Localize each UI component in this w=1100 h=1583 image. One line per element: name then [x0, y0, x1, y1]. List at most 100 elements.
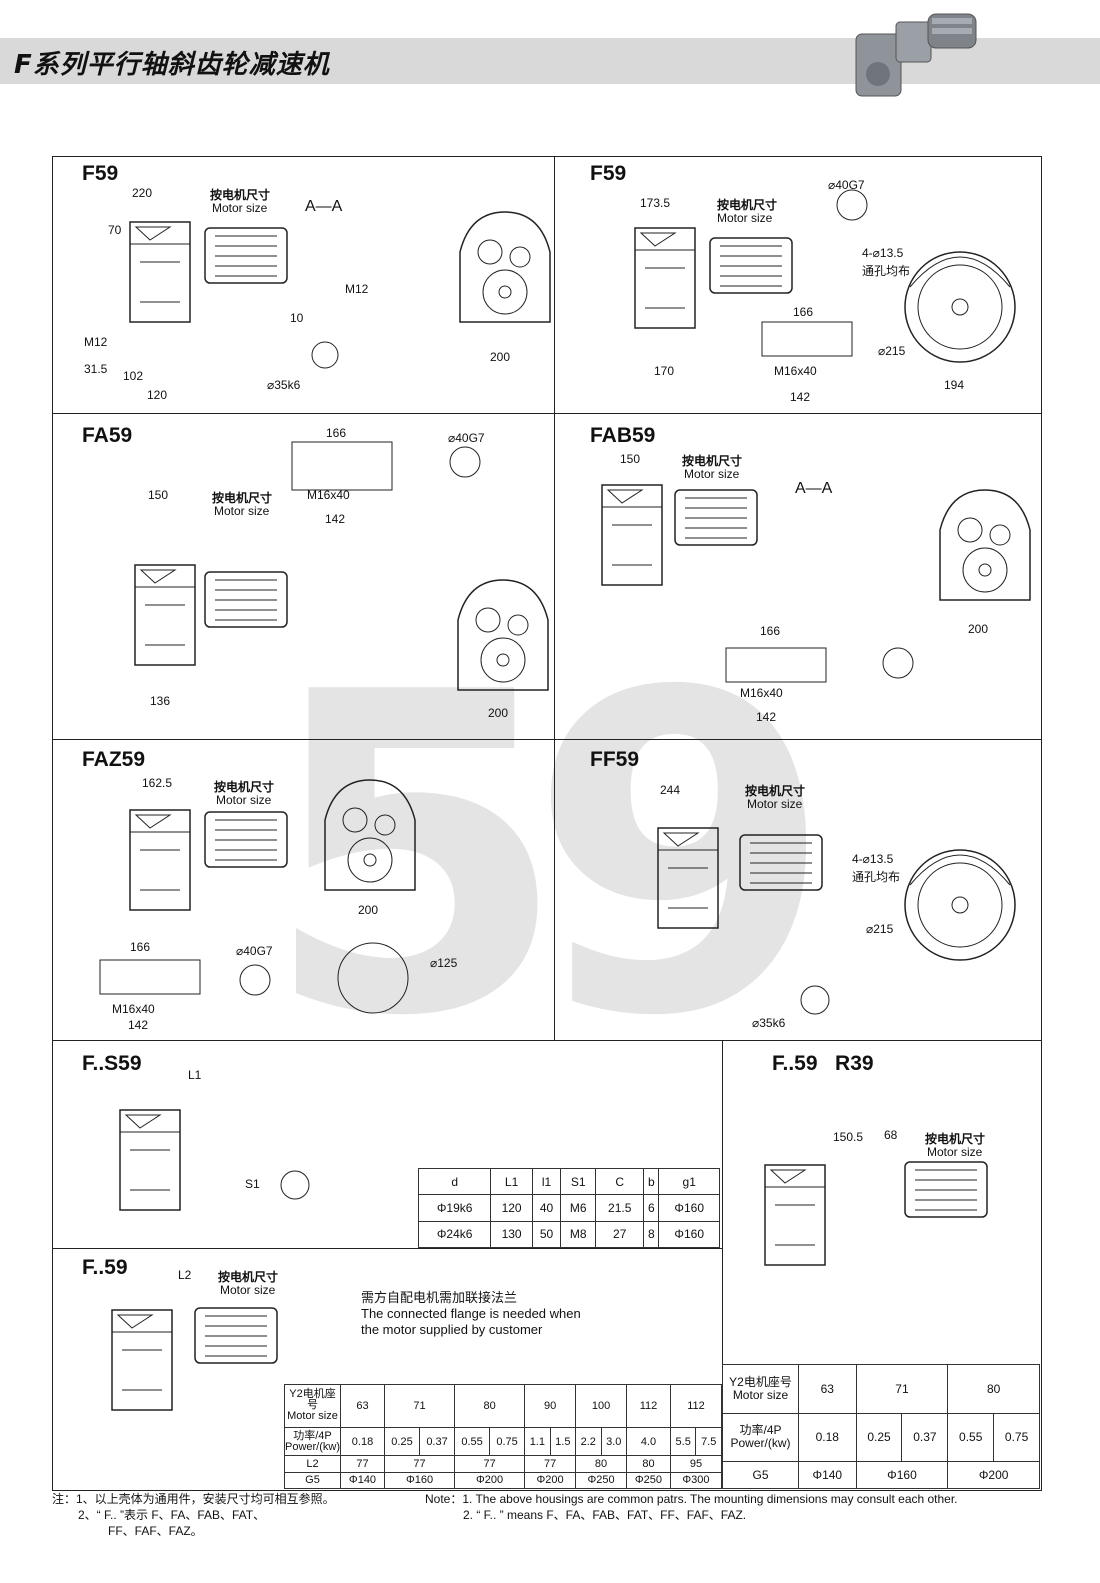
dim-label: 166 [326, 426, 347, 440]
panel-title-fa59: FA59 [82, 424, 133, 447]
note-line: 2、“ F.. ”表示 F、FA、FAB、FAT、 [78, 1508, 266, 1522]
dim-label: 120 [147, 388, 168, 402]
table-cell: Φ160 [383, 1471, 456, 1490]
table-cell: Φ19k6 [417, 1194, 492, 1222]
table-cell: Φ160 [658, 1220, 720, 1249]
table-cell: Φ300 [669, 1471, 723, 1490]
table-cell: 112 [669, 1384, 723, 1428]
dim-label: 170 [654, 364, 675, 378]
motor-size-cn: 按电机尺寸 [214, 780, 275, 794]
table-cell: 0.75 [993, 1412, 1040, 1463]
motor-size-cn: 按电机尺寸 [212, 491, 273, 505]
table-header: G5 [283, 1471, 342, 1490]
table-cell: 0.37 [901, 1412, 949, 1463]
table-cell: 63 [798, 1364, 857, 1414]
dim-label: 166 [130, 940, 151, 954]
dim-label: ⌀215 [878, 344, 906, 358]
panel-title-f59: F59 [590, 162, 627, 185]
dim-label: 136 [150, 694, 171, 708]
panel-title-faz59: FAZ59 [82, 748, 146, 771]
dim-label: ⌀215 [866, 922, 894, 936]
dim-label: 166 [760, 624, 781, 638]
table-cell: 77 [454, 1455, 526, 1473]
table-header: C [595, 1167, 645, 1196]
motor-size-en: Motor size [216, 793, 272, 807]
table-cell: 90 [524, 1384, 577, 1428]
motor-size-cn: 按电机尺寸 [218, 1270, 279, 1284]
table-header: g1 [658, 1167, 720, 1196]
table-cell: 0.55 [947, 1412, 995, 1463]
table-cell: 0.25 [383, 1426, 421, 1457]
table-header: b [643, 1167, 660, 1196]
dim-label: 194 [944, 378, 965, 392]
table-cell: 40 [531, 1194, 562, 1222]
motor-size-en: Motor size [684, 467, 740, 481]
dim-label: 142 [325, 512, 346, 526]
dim-label: 150 [148, 488, 169, 502]
notes-en: Note：1. The above housings are common pa… [425, 1491, 958, 1523]
table-cell: 80 [947, 1364, 1040, 1414]
motor-size-cn: 按电机尺寸 [745, 784, 806, 798]
dim-label: 142 [128, 1018, 149, 1032]
table-row: d L1 l1 S1 C b g1 [417, 1167, 720, 1196]
table-cell: 0.75 [489, 1426, 526, 1457]
table-cell: Φ24k6 [417, 1220, 492, 1249]
dim-label: 200 [358, 903, 379, 917]
notes-cn: 注：1、以上壳体为通用件，安装尺寸均可相互参照。 2、“ F.. ”表示 F、F… [52, 1491, 335, 1539]
dim-label: M16x40 [740, 686, 783, 700]
table-cell: 100 [575, 1384, 627, 1428]
dim-label: 162.5 [142, 776, 173, 790]
dim-label: ⌀40G7 [828, 178, 865, 192]
table-cell: 5.5 [669, 1426, 697, 1457]
motor-label-cn: Y2电机座号 [729, 1374, 792, 1389]
drawing-frame [52, 156, 1042, 1491]
table-row: G5 Φ140 Φ160 Φ200 Φ200 Φ250 Φ250 Φ300 [283, 1471, 723, 1490]
flange-note-en: the motor supplied by customer [361, 1322, 543, 1337]
table-cell: 0.37 [419, 1426, 456, 1457]
table-cell: 80 [575, 1455, 627, 1473]
panel-title-fs59: F..S59 [82, 1052, 142, 1075]
table-cell: 95 [669, 1455, 723, 1473]
motor-size-en: Motor size [717, 211, 773, 225]
panel-title-ff59: FF59 [590, 748, 640, 771]
dim-label: 102 [123, 369, 144, 383]
table-header: l1 [531, 1167, 562, 1196]
motor-label-en: Motor size [287, 1410, 338, 1423]
table-cell: 27 [595, 1220, 645, 1249]
motor-size-en: Motor size [214, 504, 270, 518]
table-cell: 77 [340, 1455, 385, 1473]
table-cell: 8 [643, 1220, 660, 1249]
table-header: G5 [722, 1461, 799, 1489]
motor-size-en: Motor size [747, 797, 803, 811]
table-cell: 0.18 [798, 1412, 857, 1463]
table-cell: 2.2 [575, 1426, 602, 1457]
gearbox-product-image [855, 13, 977, 97]
motor-size-cn: 按电机尺寸 [717, 198, 778, 212]
table-cell: Φ160 [658, 1194, 720, 1222]
table-row: L2 77 77 77 77 80 80 95 [283, 1455, 723, 1473]
dim-label: M16x40 [307, 488, 350, 502]
divider [722, 1040, 723, 1489]
motor-size-en: Motor size [212, 201, 268, 215]
flange-note-en: The connected flange is needed when [361, 1306, 581, 1321]
dim-label: ⌀40G7 [448, 431, 485, 445]
table-row: G5 Φ140 Φ160 Φ200 [722, 1461, 1040, 1489]
table-cell: Φ200 [524, 1471, 577, 1490]
note-line: Note：1. The above housings are common pa… [425, 1492, 958, 1506]
motor-size-cn: 按电机尺寸 [925, 1132, 986, 1146]
table-cell: M6 [560, 1194, 597, 1222]
power-label-cn: 功率/4P [739, 1423, 782, 1438]
dim-label: ⌀35k6 [267, 378, 301, 392]
table-cell: 1.1 [524, 1426, 551, 1457]
divider [52, 739, 1041, 740]
motor-label-en: Motor size [732, 1387, 789, 1402]
table-header: d [417, 1167, 492, 1196]
dim-label: 150 [620, 452, 641, 466]
table-cell: 63 [340, 1384, 385, 1428]
table-cell: Φ200 [454, 1471, 526, 1490]
